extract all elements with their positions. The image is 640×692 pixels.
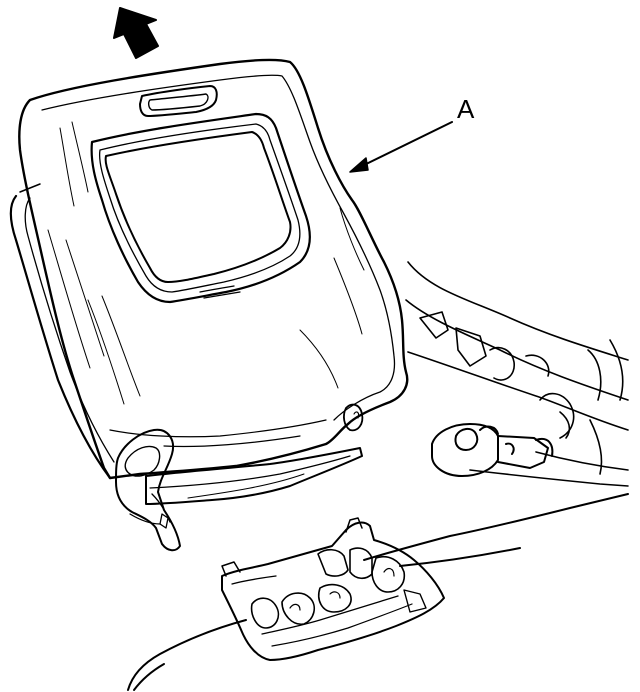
car-floor-panel xyxy=(406,262,628,486)
seat-latch-lower xyxy=(222,518,444,660)
callout-label-a: A xyxy=(457,94,475,124)
seat-back xyxy=(11,60,407,504)
callout-leader-a xyxy=(350,122,452,172)
seat-latch-right xyxy=(432,424,552,476)
direction-arrow xyxy=(114,8,158,58)
seat-hinge-left xyxy=(116,430,180,550)
seat-cushion-edge xyxy=(128,494,628,690)
